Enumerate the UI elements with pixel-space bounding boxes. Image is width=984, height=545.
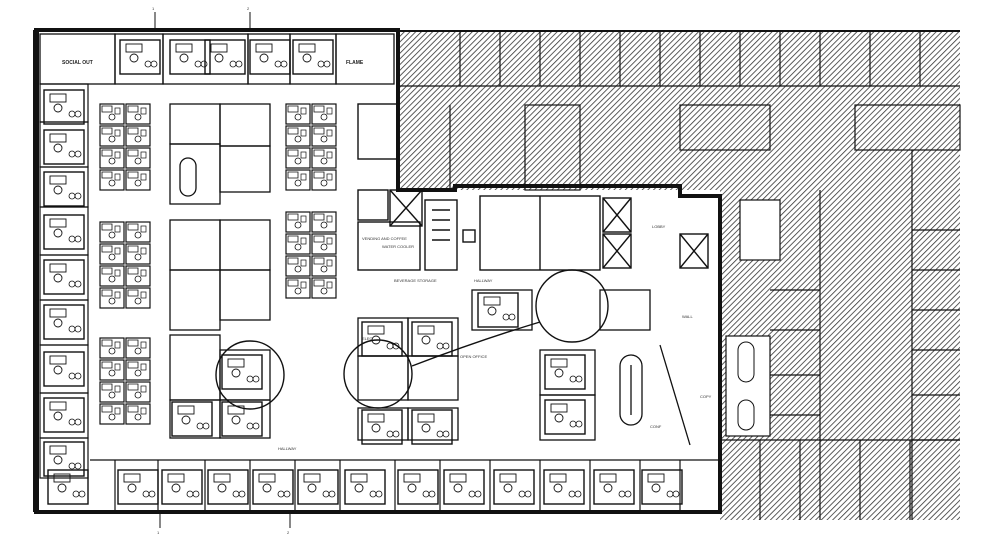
top-row-offices <box>39 33 395 85</box>
building-core <box>357 103 709 271</box>
open-office-area <box>357 289 691 446</box>
detail-callout-2 <box>343 339 413 409</box>
workstation-cluster-a <box>99 103 151 425</box>
room-label-hallway-south: HALLWAY <box>278 446 297 451</box>
room-label-elec: ELEC <box>362 336 373 341</box>
hatched-area <box>398 30 961 520</box>
section-mark-1-bottom: 1 <box>157 530 160 535</box>
room-label-top-right: FLAME <box>346 60 364 66</box>
room-label-beverage-storage: BEVERAGE STORAGE <box>394 278 437 283</box>
center-rooms <box>169 103 271 439</box>
room-label-vending: VENDING AND COFFEE <box>362 236 407 241</box>
section-mark-1-top: 1 <box>152 6 155 11</box>
room-label-open-office: OPEN OFFICE <box>460 354 487 359</box>
section-marks <box>154 12 291 528</box>
bottom-row-offices <box>47 459 718 510</box>
room-label-hallway-north: HALLWAY <box>474 278 493 283</box>
section-mark-2-bottom: 2 <box>287 530 290 535</box>
room-label-top-left: SOCIAL OUT <box>62 60 93 66</box>
workstation-cluster-b <box>285 103 337 299</box>
section-mark-2-top: 2 <box>247 6 250 11</box>
room-label-wall: WALL <box>682 314 694 319</box>
room-label-copy: COPY <box>700 394 712 399</box>
detail-callouts <box>215 269 609 410</box>
room-label-conf: CONF <box>650 424 662 429</box>
detail-callout-1 <box>215 340 285 410</box>
detail-callout-3 <box>535 269 609 343</box>
left-column-offices <box>39 83 89 479</box>
room-label-lobby: LOBBY <box>652 224 666 229</box>
room-label-water-cooler: WATER COOLER <box>382 244 414 249</box>
